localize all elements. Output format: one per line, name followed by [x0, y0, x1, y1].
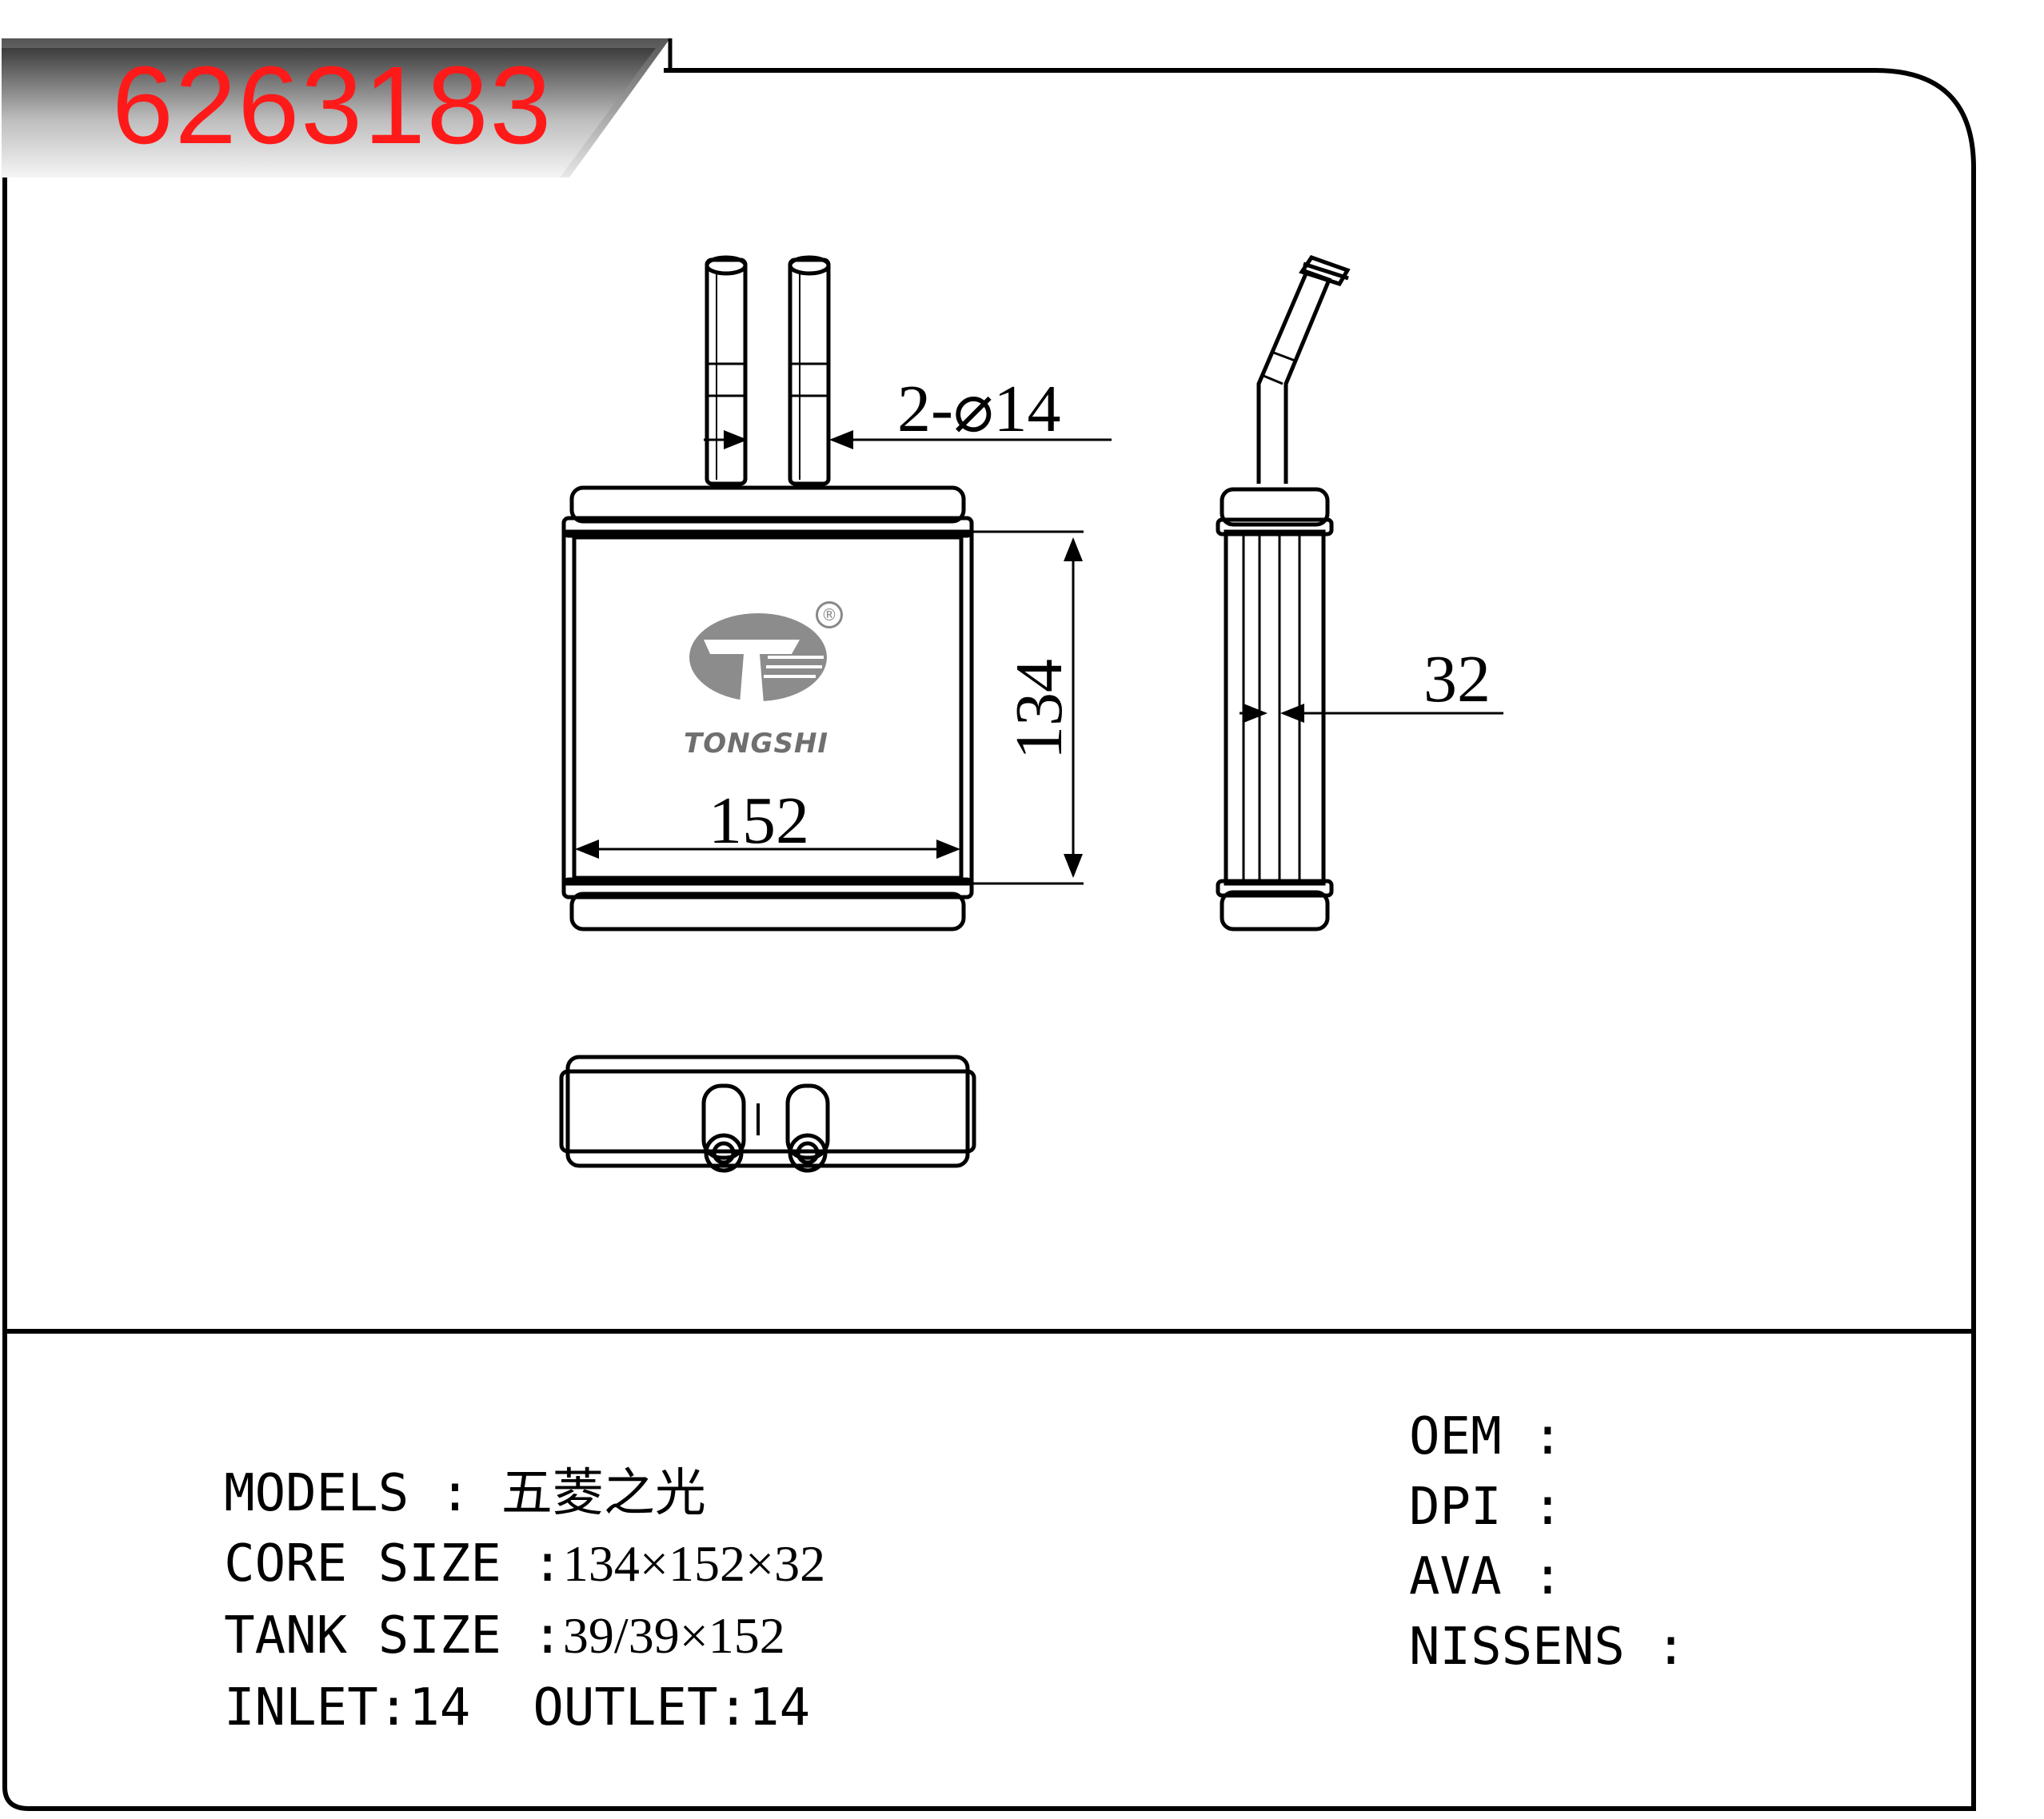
ref-oem: OEM :: [1409, 1407, 1563, 1466]
registered-mark: ®: [816, 601, 843, 628]
height-dimension: [972, 530, 1084, 885]
spec-tank-size: TANK SIZE :39/39×152: [162, 1559, 785, 1664]
part-number: 6263183: [112, 44, 553, 167]
spec-core-size: CORE SIZE :134×152×32: [162, 1487, 825, 1590]
thickness-dimension-label: 32: [1423, 642, 1491, 716]
brand-logo: [689, 613, 827, 704]
ref-nissens: NISSENS :: [1409, 1618, 1687, 1677]
sheet-frame: [2, 64, 1976, 1811]
ref-ava: AVA :: [1409, 1547, 1563, 1606]
pipe-dimension-label: 2-⌀14: [897, 372, 1061, 446]
front-view: [561, 255, 974, 931]
spec-models-label: MODELS :: [224, 1464, 501, 1523]
spec-inlet-label: INLET:: [224, 1678, 409, 1737]
spec-models: MODELS : 五菱之光: [162, 1417, 706, 1519]
top-view: [559, 1055, 976, 1173]
spec-core-value: 134×152×32: [562, 1535, 826, 1592]
spec-core-label: CORE SIZE :: [224, 1534, 563, 1594]
spec-outlet-value: 14: [749, 1678, 811, 1737]
width-dimension-label: 152: [709, 784, 809, 858]
side-view: [1216, 254, 1351, 931]
part-number-banner: [2, 38, 673, 178]
spec-models-value: 五菱之光: [501, 1464, 706, 1523]
height-dimension-label: 134: [1002, 659, 1076, 760]
spec-outlet-label: OUTLET:: [533, 1678, 749, 1737]
spec-tank-value: 39/39×152: [562, 1607, 785, 1664]
brand-wordmark: TONGSHI: [684, 728, 829, 760]
ref-dpi: DPI :: [1409, 1478, 1563, 1537]
spec-inlet-value: 14: [409, 1678, 471, 1737]
spec-tank-label: TANK SIZE :: [224, 1606, 563, 1665]
front-pipes: [705, 255, 831, 486]
